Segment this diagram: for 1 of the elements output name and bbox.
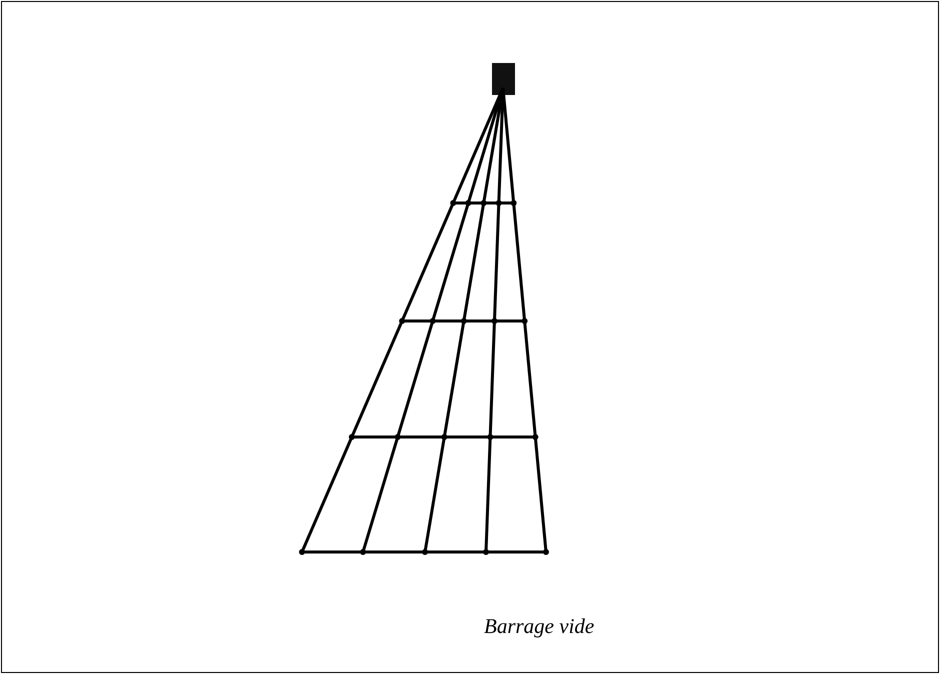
caption: Barrage vide	[484, 614, 594, 639]
